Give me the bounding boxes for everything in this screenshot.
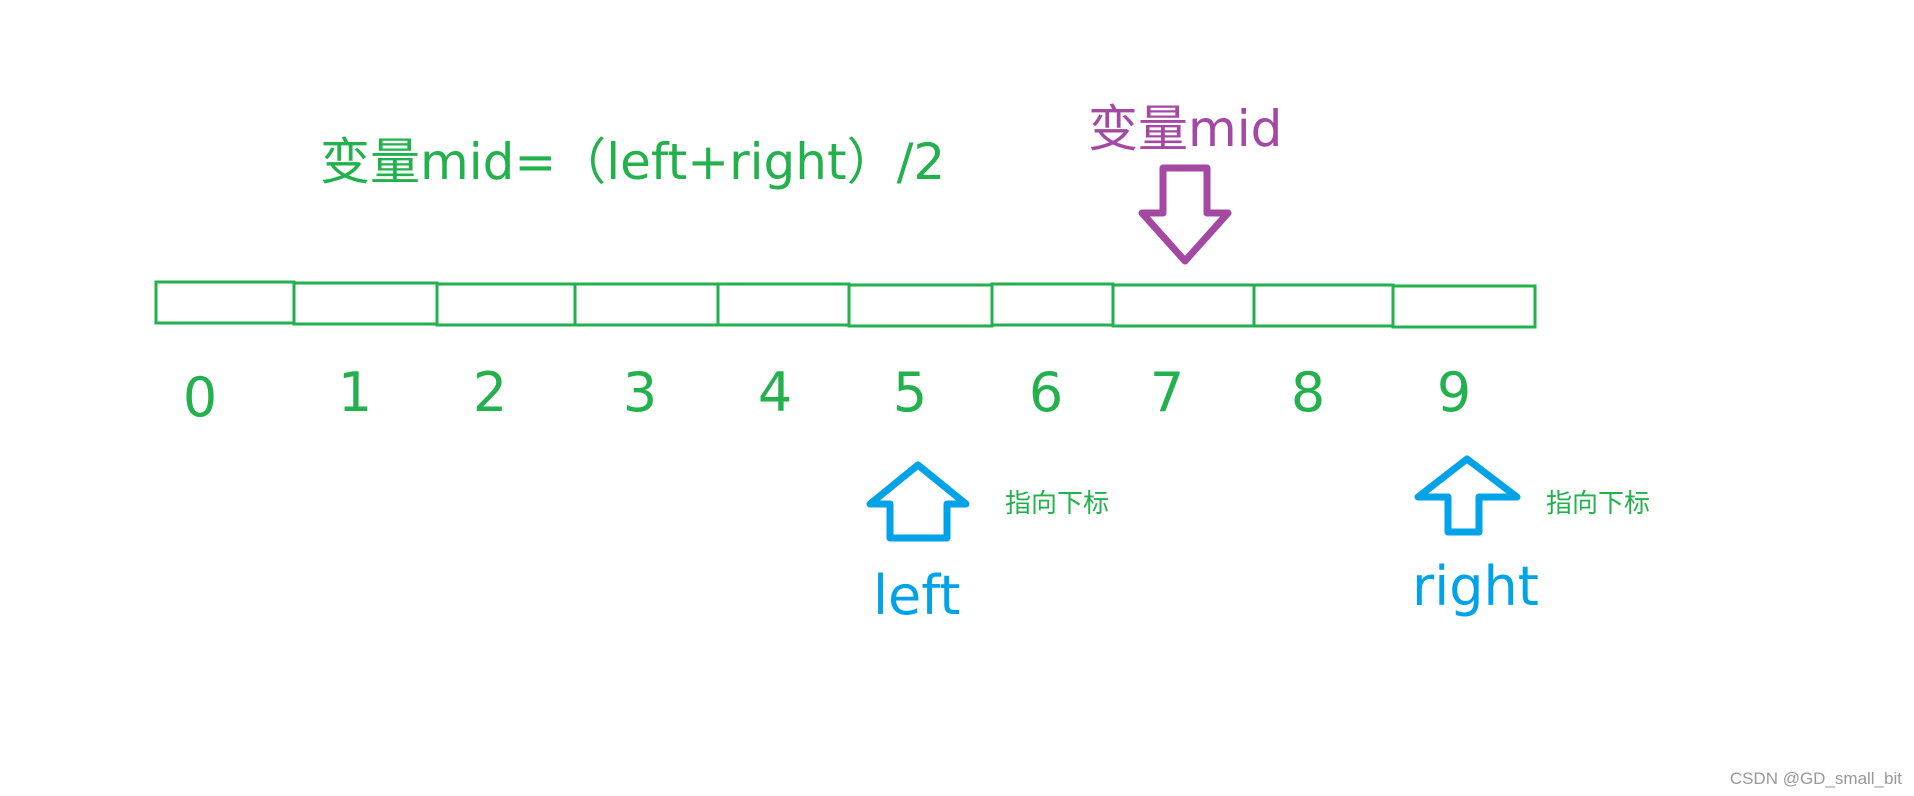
array-cell-6 [990, 282, 1115, 327]
index-labels: 0 1 2 3 4 5 6 7 8 9 [183, 361, 1471, 429]
array-cells [154, 280, 1537, 329]
right-pointer-note: 指向下标 [1546, 489, 1650, 519]
index-label-3: 3 [623, 361, 657, 424]
index-label-1: 1 [338, 361, 372, 424]
index-label-8: 8 [1291, 361, 1325, 424]
watermark: CSDN @GD_small_bit [1730, 769, 1902, 788]
array-cell-0 [154, 280, 296, 325]
left-up-arrow-icon [866, 461, 970, 542]
array-cell-9 [1391, 284, 1537, 329]
index-label-2: 2 [473, 361, 507, 424]
right-pointer-label: right [1412, 555, 1539, 618]
left-pointer-note: 指向下标 [1005, 489, 1109, 519]
index-label-6: 6 [1029, 361, 1063, 424]
left-pointer-label: left [873, 564, 960, 627]
formula-text: 变量mid=（left+right）/2 [320, 133, 945, 191]
index-label-5: 5 [893, 361, 927, 424]
array-cell-3 [573, 282, 720, 327]
array-cell-2 [435, 282, 577, 327]
array-cell-5 [847, 283, 994, 328]
index-label-4: 4 [758, 361, 792, 424]
array-cell-1 [292, 281, 439, 326]
array-cell-8 [1252, 283, 1395, 328]
right-up-arrow-icon [1414, 455, 1521, 536]
mid-down-arrow-icon [1138, 164, 1232, 265]
index-label-7: 7 [1150, 361, 1184, 424]
array-cell-7 [1111, 283, 1256, 328]
index-label-9: 9 [1437, 361, 1471, 424]
array-cell-4 [716, 282, 851, 327]
mid-label: 变量mid [1088, 100, 1282, 158]
index-label-0: 0 [183, 366, 217, 429]
